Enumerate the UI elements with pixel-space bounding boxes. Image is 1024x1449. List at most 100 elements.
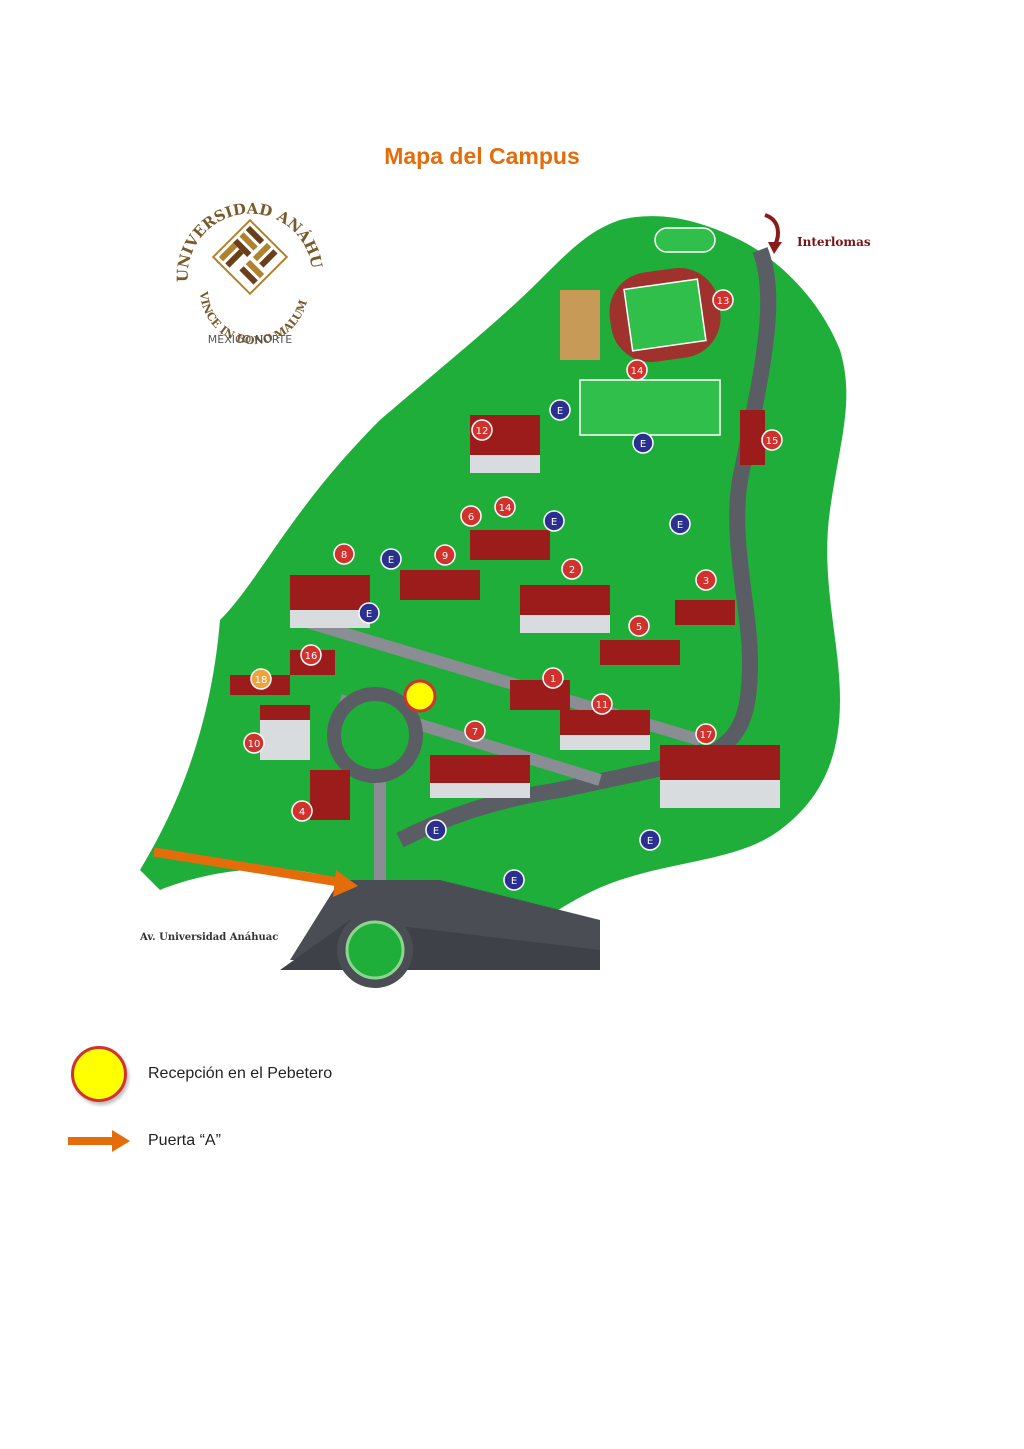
building-marker-label: 9: [442, 551, 448, 562]
perimeter-road: [396, 247, 777, 848]
building-marker-label: 4: [299, 807, 305, 818]
building-marker-14[interactable]: 14: [494, 496, 516, 518]
building-marker-label: 18: [255, 675, 268, 686]
building-marker-9[interactable]: 9: [434, 544, 456, 566]
building-marker-18[interactable]: 18: [250, 668, 272, 690]
building-marker-circle: [460, 505, 482, 527]
building-marker-label: 16: [305, 651, 318, 662]
legend-label-gate: Puerta “A”: [148, 1132, 221, 1149]
building-marker-16[interactable]: 16: [300, 644, 322, 666]
building-marker-circle: [591, 693, 613, 715]
building-walls: [260, 455, 780, 808]
building-marker-4[interactable]: 4: [291, 800, 313, 822]
building-marker-circle: [434, 544, 456, 566]
building-marker-circle: [542, 667, 564, 689]
parking-marker-label: E: [557, 406, 563, 417]
puerta-a-arrow: [153, 847, 358, 897]
building-marker-7[interactable]: 7: [464, 720, 486, 742]
parking-marker-label: E: [366, 609, 372, 620]
avenue-label: Av. Universidad Anáhuac: [140, 932, 278, 943]
building-marker-circle: [464, 720, 486, 742]
building-marker-label: 10: [248, 739, 261, 750]
building-marker-15[interactable]: 15: [761, 429, 783, 451]
building-marker-5[interactable]: 5: [628, 615, 650, 637]
parking-marker[interactable]: E: [503, 869, 525, 891]
building-marker-label: 17: [700, 730, 713, 741]
parking-marker-circle: [358, 602, 380, 624]
building-marker-circle: [761, 429, 783, 451]
building-marker-label: 2: [569, 565, 575, 576]
building-marker-label: 8: [341, 550, 347, 561]
building-marker-label: 5: [636, 622, 642, 633]
logo-campus-text: MÉXICO NORTE: [208, 333, 293, 346]
building-marker-label: 14: [631, 366, 644, 377]
interlomas-label: Interlomas: [797, 235, 871, 249]
parking-marker-label: E: [511, 876, 517, 887]
building-marker-3[interactable]: 3: [695, 569, 717, 591]
legend-symbol-gate: [64, 1130, 134, 1152]
building-marker-8[interactable]: 8: [333, 543, 355, 565]
building-marker-circle: [291, 800, 313, 822]
building-marker-label: 13: [717, 296, 730, 307]
building-marker-label: 7: [472, 727, 478, 738]
entrance-roundabout-center: [345, 920, 405, 980]
parking-marker-label: E: [551, 517, 557, 528]
building-marker-13[interactable]: 13: [712, 289, 734, 311]
building-marker-circle: [494, 496, 516, 518]
parking-marker-label: E: [647, 836, 653, 847]
parking-marker-label: E: [677, 520, 683, 531]
building-marker-label: 6: [468, 512, 474, 523]
stadium-field: [623, 278, 707, 352]
logo-emblem: [211, 218, 289, 296]
building-marker-1[interactable]: 1: [542, 667, 564, 689]
building-marker-circle: [333, 543, 355, 565]
building-marker-circle: [695, 723, 717, 745]
parking-marker[interactable]: E: [380, 548, 402, 570]
parking-marker[interactable]: E: [358, 602, 380, 624]
building-marker-11[interactable]: 11: [591, 693, 613, 715]
building-marker-label: 12: [476, 426, 489, 437]
courts: [560, 290, 600, 360]
parking-marker[interactable]: E: [543, 510, 565, 532]
building-marker-circle: [628, 615, 650, 637]
parking-marker[interactable]: E: [549, 399, 571, 421]
top-field: [654, 227, 716, 253]
parking-marker[interactable]: E: [425, 819, 447, 841]
parking-marker-circle: [549, 399, 571, 421]
parking-marker[interactable]: E: [632, 432, 654, 454]
building-marker-6[interactable]: 6: [460, 505, 482, 527]
building-marker-2[interactable]: 2: [561, 558, 583, 580]
building-marker-circle: [243, 732, 265, 754]
parking-marker-label: E: [388, 555, 394, 566]
parking-marker[interactable]: E: [639, 829, 661, 851]
parking-marker-circle: [503, 869, 525, 891]
parking-marker-circle: [632, 432, 654, 454]
parking-marker-circle: [669, 513, 691, 535]
legend-symbol-reception: [64, 1046, 134, 1102]
building-marker-10[interactable]: 10: [243, 732, 265, 754]
building-marker-label: 11: [596, 700, 609, 711]
building-marker-circle: [695, 569, 717, 591]
parking-marker-circle: [543, 510, 565, 532]
parking-markers: E E E E E E E E E: [358, 399, 691, 891]
building-marker-12[interactable]: 12: [471, 419, 493, 441]
parking-marker[interactable]: E: [669, 513, 691, 535]
yellow-circle-icon: [71, 1046, 127, 1102]
legend-item-reception: Recepción en el Pebetero: [64, 1040, 332, 1108]
soccer-field: [579, 379, 721, 436]
page-title: Mapa del Campus: [384, 143, 580, 169]
building-marker-14[interactable]: 14: [626, 359, 648, 381]
map-legend: Recepción en el Pebetero Puerta “A”: [64, 1040, 664, 1170]
building-marker-circle: [561, 558, 583, 580]
pebetero-roundabout-center: [341, 701, 409, 769]
reception-marker[interactable]: [403, 679, 437, 713]
legend-label-reception: Recepción en el Pebetero: [148, 1065, 333, 1082]
parking-marker-circle: [425, 819, 447, 841]
building-marker-circle: [626, 359, 648, 381]
orange-arrow-icon: [68, 1130, 130, 1152]
legend-item-gate: Puerta “A”: [64, 1126, 221, 1156]
building-marker-17[interactable]: 17: [695, 723, 717, 745]
